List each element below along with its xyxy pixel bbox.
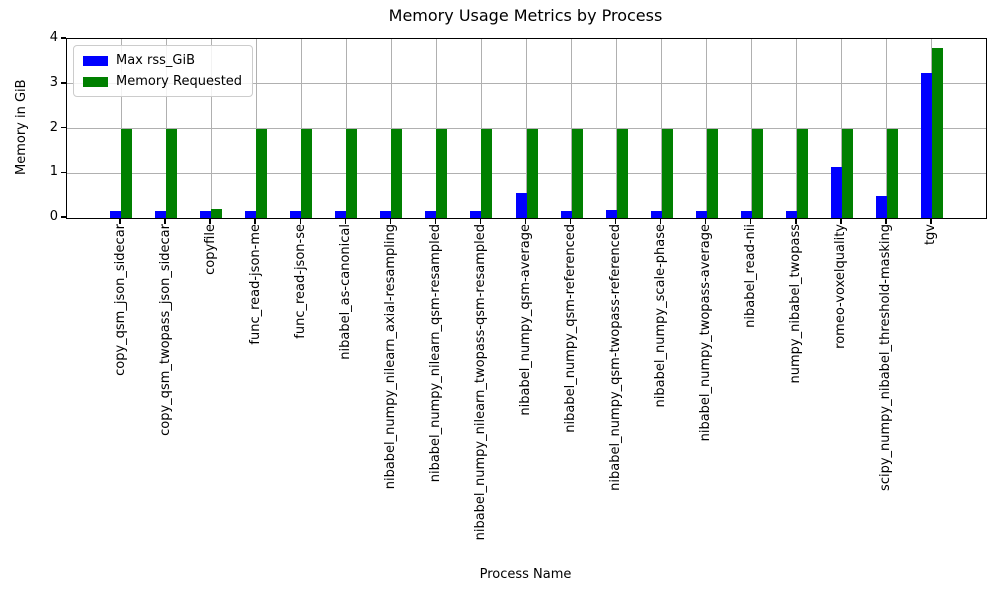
x-tick-label: scipy_numpy_nibabel_threshold-masking [878,224,894,491]
x-tick-label: func_read-json-se [292,224,308,339]
bar-memory-requested [301,128,313,218]
legend: Max rss_GiB Memory Requested [73,45,254,97]
bar-max-rss-gib [200,211,212,218]
bar-memory-requested [616,128,628,218]
x-tick-mark [930,219,932,224]
bar-max-rss-gib [785,211,797,218]
x-tick-label: nibabel_numpy_twopass-average [698,224,714,442]
bar-memory-requested [166,128,178,218]
bar-memory-requested [121,128,133,218]
x-tick-mark [299,219,301,224]
x-tick-mark [569,219,572,224]
y-tick-mark [61,126,66,129]
bar-max-rss-gib [830,166,842,218]
bar-memory-requested [346,128,358,218]
bar-max-rss-gib [470,211,482,218]
legend-swatch-icon [83,55,108,66]
x-axis-label: Process Name [479,567,572,582]
x-tick-label: copy_qsm_json_sidecar [112,224,128,376]
bar-memory-requested [751,128,763,218]
x-tick-mark [344,219,347,224]
x-tick-mark [524,219,527,224]
bar-memory-requested [436,128,448,218]
chart-title: Memory Usage Metrics by Process [388,6,663,25]
bar-memory-requested [526,128,538,218]
bar-max-rss-gib [560,211,572,218]
legend-label: Max rss_GiB [116,53,196,68]
x-tick-label: nibabel_numpy_nilearn_qsm-resampled [427,224,443,483]
x-tick-mark [840,219,842,224]
x-tick-label: nibabel_numpy_qsm-referenced [563,224,579,433]
x-tick-label: numpy_nibabel_twopass [788,224,804,384]
bar-max-rss-gib [605,209,617,218]
y-tick-mark [61,216,66,218]
bar-memory-requested [706,128,718,218]
bar-max-rss-gib [335,211,347,218]
x-tick-mark [749,219,752,224]
x-tick-label: func_read-json-me [247,224,263,345]
x-tick-mark [119,219,121,224]
bar-memory-requested [796,128,808,218]
x-tick-label: copy_qsm_twopass_json_sidecar [157,224,173,436]
bar-max-rss-gib [110,211,122,218]
x-tick-label: nibabel_numpy_nilearn_twopass-qsm-resamp… [472,224,488,541]
y-tick-label: 4 [49,30,58,45]
x-tick-label: copyfile [202,224,218,275]
bar-max-rss-gib [650,211,662,218]
bar-memory-requested [391,128,403,218]
bar-max-rss-gib [290,211,302,218]
y-tick-label: 0 [49,209,58,224]
bar-max-rss-gib [380,211,392,218]
bar-memory-requested [931,47,943,218]
bar-memory-requested [211,209,223,218]
x-tick-mark [254,219,256,224]
x-tick-mark [389,219,392,224]
x-tick-mark [434,219,437,224]
bar-memory-requested [481,128,493,218]
y-tick-mark [61,82,66,84]
bar-max-rss-gib [425,211,437,218]
x-tick-mark [795,219,797,224]
plot-area: Max rss_GiB Memory Requested [66,38,987,219]
bar-max-rss-gib [875,195,887,218]
y-tick-mark [61,37,66,39]
y-tick-label: 2 [49,119,58,135]
bar-max-rss-gib [920,72,932,218]
bar-max-rss-gib [515,193,527,218]
x-tick-label: nibabel_numpy_nilearn_axial-resampling [382,224,398,490]
x-tick-label: nibabel_numpy_scale-phase [653,224,669,408]
legend-swatch-icon [83,76,108,87]
x-tick-label: nibabel_read-nii [743,224,759,328]
bar-max-rss-gib [245,211,257,218]
x-tick-mark [659,219,662,224]
bar-memory-requested [571,128,583,218]
legend-row: Memory Requested [83,74,242,89]
x-tick-label: nibabel_numpy_qsm-average [518,224,533,416]
y-tick-label: 3 [49,74,58,90]
x-tick-mark [614,219,617,224]
x-tick-mark [704,219,707,224]
x-tick-label: romeo-voxelquality [833,224,849,349]
y-tick-label: 1 [49,164,58,180]
bar-memory-requested [256,128,268,218]
bar-max-rss-gib [155,211,167,218]
x-tick-label: nibabel_numpy_qsm-twopass-referenced [608,224,624,491]
x-tick-mark [164,219,166,224]
grid-line-vertical [210,39,212,218]
x-tick-mark [209,219,211,224]
legend-label: Memory Requested [116,74,243,89]
bar-memory-requested [661,128,673,218]
x-tick-label: tgv [923,224,939,246]
y-tick-mark [61,171,66,173]
x-tick-label: nibabel_as-canonical [337,224,353,360]
legend-row: Max rss_GiB [83,53,242,68]
bar-max-rss-gib [740,211,752,218]
x-tick-mark [479,219,482,224]
bar-max-rss-gib [695,211,707,218]
x-tick-mark [885,219,887,224]
bar-memory-requested [886,128,898,218]
bar-memory-requested [841,128,853,218]
